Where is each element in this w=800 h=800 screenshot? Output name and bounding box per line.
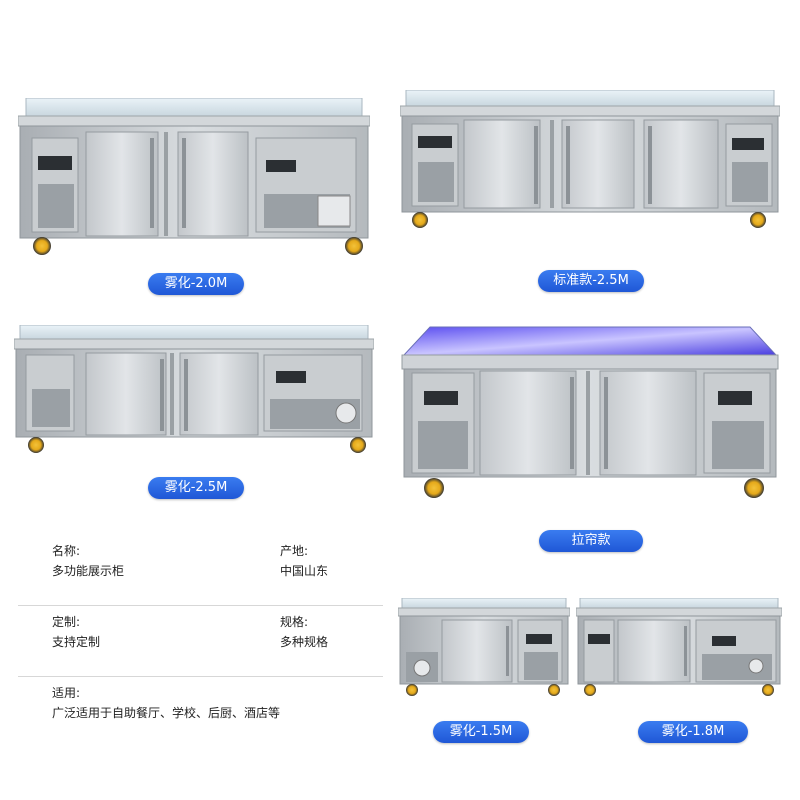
display-cabinet-illustration (14, 325, 374, 453)
spec-key: 规格: (280, 615, 309, 629)
product-label: 标准款-2.5M (538, 270, 644, 292)
spec-value: 多功能展示柜 (52, 564, 125, 578)
spec-row: 名称: 多功能展示柜 产地: 中国山东 (18, 535, 383, 606)
spec-value: 广泛适用于自助餐厅、学校、后厨、酒店等 (52, 706, 281, 720)
spec-customization: 定制: 支持定制 (52, 612, 100, 652)
product-label: 雾化-1.5M (433, 721, 529, 743)
display-cabinet-illustration (18, 98, 370, 255)
spec-origin: 产地: 中国山东 (280, 541, 328, 581)
display-cabinet-illustration (401, 326, 779, 498)
spec-key: 名称: (52, 544, 81, 558)
product-label: 雾化-2.0M (148, 273, 244, 295)
display-cabinet-illustration (400, 90, 780, 228)
spec-specification: 规格: 多种规格 (280, 612, 328, 652)
spec-table: 名称: 多功能展示柜 产地: 中国山东 定制: 支持定制 规格: 多种规格 适用… (18, 535, 383, 745)
spec-row: 定制: 支持定制 规格: 多种规格 (18, 606, 383, 677)
spec-value: 中国山东 (280, 564, 329, 578)
display-cabinet-illustration (398, 598, 570, 696)
product-image-wuhua-2-5m (14, 325, 374, 455)
product-image-wuhua-1-5m (398, 598, 570, 698)
product-label: 拉帘款 (539, 530, 643, 552)
spec-value: 支持定制 (52, 635, 101, 649)
display-cabinet-illustration (576, 598, 782, 696)
product-label: 雾化-2.5M (148, 477, 244, 499)
spec-key: 产地: (280, 544, 309, 558)
product-image-standard-2-5m (400, 90, 780, 232)
product-image-curtain-style (400, 325, 780, 500)
spec-key: 适用: (52, 686, 81, 700)
product-image-wuhua-1-8m (576, 598, 782, 698)
spec-name: 名称: 多功能展示柜 (52, 541, 124, 581)
spec-key: 定制: (52, 615, 81, 629)
product-label: 雾化-1.8M (638, 721, 748, 743)
spec-value: 多种规格 (280, 635, 329, 649)
spec-row: 适用: 广泛适用于自助餐厅、学校、后厨、酒店等 (18, 677, 383, 747)
product-image-wuhua-2-0m (18, 98, 370, 260)
spec-application: 适用: 广泛适用于自助餐厅、学校、后厨、酒店等 (52, 683, 280, 723)
